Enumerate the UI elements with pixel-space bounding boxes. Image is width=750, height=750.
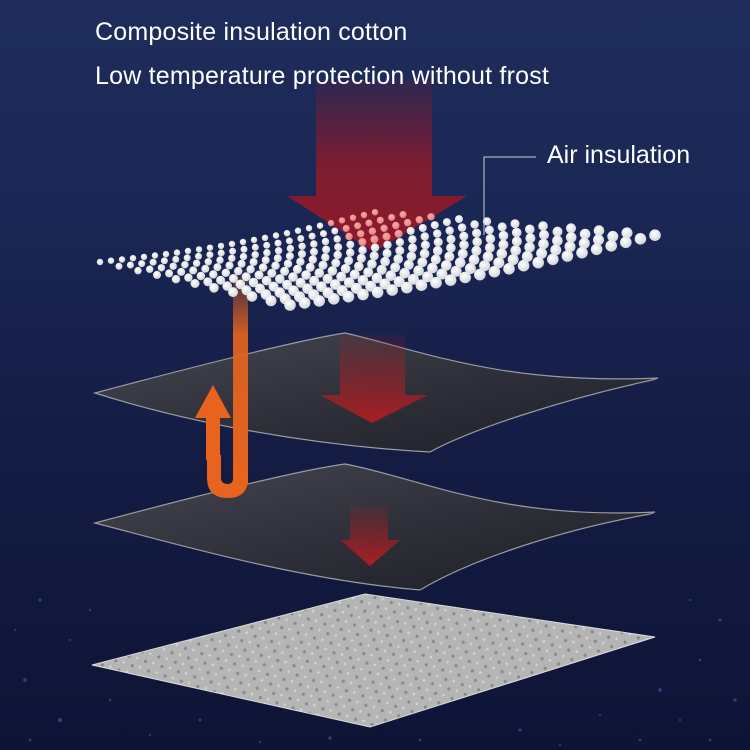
title-text: Composite insulation cotton	[95, 18, 408, 46]
air-insulation-label: Air insulation	[547, 141, 691, 169]
air-insulation-bead-layer	[96, 209, 661, 311]
heat-arrow-large	[287, 80, 467, 252]
particle-background	[14, 598, 737, 746]
heat-return-arrow	[195, 270, 248, 498]
heat-arrow-small	[340, 505, 400, 566]
aluminum-foil-layer	[91, 593, 656, 728]
heat-arrow-medium	[320, 335, 428, 423]
callout-leader-line	[483, 156, 536, 235]
subtitle-text: Low temperature protection without frost	[95, 62, 550, 90]
